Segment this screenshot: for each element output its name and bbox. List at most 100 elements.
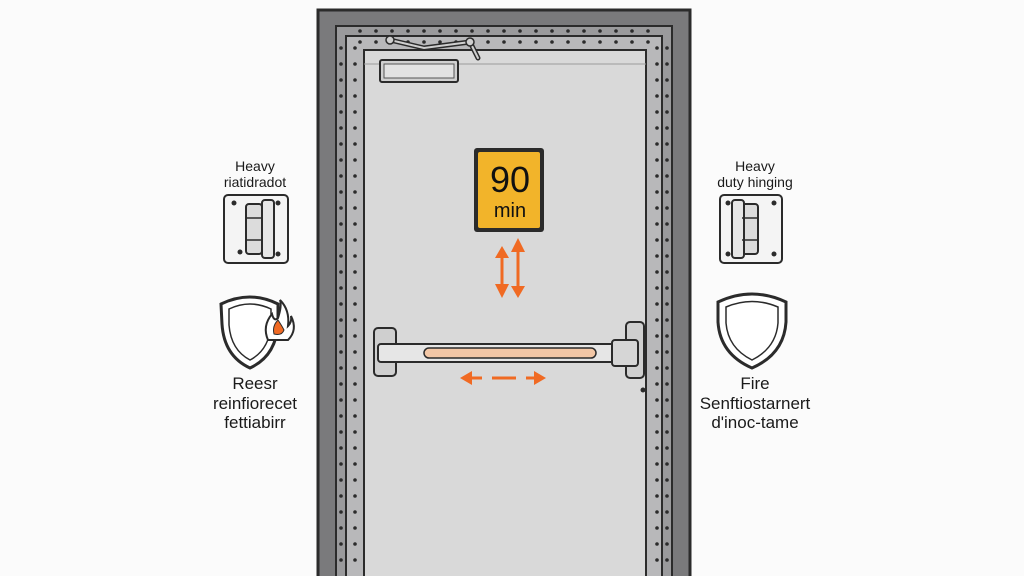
- rivet: [665, 366, 669, 370]
- rivet: [339, 494, 343, 498]
- rivet: [339, 62, 343, 66]
- rivet: [353, 478, 357, 482]
- rivet: [665, 558, 669, 562]
- rivet: [339, 110, 343, 114]
- rivet: [353, 238, 357, 242]
- fire-shield-icon: [219, 295, 295, 370]
- rivet: [358, 29, 362, 33]
- rivet: [339, 174, 343, 178]
- rivet: [665, 270, 669, 274]
- rivet: [339, 94, 343, 98]
- rivet: [470, 29, 474, 33]
- rivet: [665, 318, 669, 322]
- rivet: [665, 286, 669, 290]
- rivet: [655, 430, 659, 434]
- rivet: [566, 29, 570, 33]
- rivet: [655, 190, 659, 194]
- rivet: [534, 40, 538, 44]
- rivet: [665, 446, 669, 450]
- rivet: [655, 238, 659, 242]
- rivet: [665, 430, 669, 434]
- rivet: [339, 350, 343, 354]
- label-line: fettiabirr: [224, 413, 286, 433]
- rivet: [598, 29, 602, 33]
- rivet: [339, 414, 343, 418]
- rivet: [550, 40, 554, 44]
- rivet: [655, 510, 659, 514]
- rivet: [665, 382, 669, 386]
- rivet: [665, 206, 669, 210]
- rivet: [655, 46, 659, 50]
- vertical-arrows-icon: [495, 238, 525, 298]
- rivet: [665, 222, 669, 226]
- rivet: [353, 430, 357, 434]
- rivet: [655, 302, 659, 306]
- rivet: [566, 40, 570, 44]
- rivet: [518, 29, 522, 33]
- rivet: [534, 29, 538, 33]
- rivet: [353, 286, 357, 290]
- rivet: [655, 286, 659, 290]
- rivet: [665, 94, 669, 98]
- rivet: [502, 40, 506, 44]
- rivet: [353, 62, 357, 66]
- rivet: [665, 334, 669, 338]
- rivet: [518, 40, 522, 44]
- rivet: [339, 366, 343, 370]
- rivet: [665, 526, 669, 530]
- rivet: [339, 558, 343, 562]
- rivet: [339, 190, 343, 194]
- rivet: [665, 238, 669, 242]
- rivet: [665, 398, 669, 402]
- rivet: [598, 40, 602, 44]
- rivet: [339, 510, 343, 514]
- rivet: [665, 142, 669, 146]
- rivet: [353, 190, 357, 194]
- label-right-top: Heavy duty hinging: [690, 158, 820, 190]
- rivet: [582, 29, 586, 33]
- rivet: [339, 430, 343, 434]
- rivet: [353, 526, 357, 530]
- rivet: [665, 510, 669, 514]
- rivet: [486, 40, 490, 44]
- label-line: Senftiostarnert: [699, 393, 811, 413]
- rivet: [353, 542, 357, 546]
- rivet: [655, 382, 659, 386]
- rivet: [665, 174, 669, 178]
- rivet: [339, 254, 343, 258]
- rivet: [390, 29, 394, 33]
- rivet: [614, 40, 618, 44]
- rivet: [406, 29, 410, 33]
- label-line: Heavy: [235, 158, 275, 174]
- rivet: [353, 270, 357, 274]
- hinge-icon: [719, 194, 783, 264]
- rivet: [655, 254, 659, 258]
- rivet: [655, 366, 659, 370]
- rivet: [655, 110, 659, 114]
- rivet: [374, 40, 378, 44]
- rivet: [353, 110, 357, 114]
- rivet: [665, 302, 669, 306]
- rivet: [353, 158, 357, 162]
- rivet: [630, 29, 634, 33]
- rivet: [353, 446, 357, 450]
- rivet: [353, 78, 357, 82]
- rivet: [655, 78, 659, 82]
- rivet: [655, 414, 659, 418]
- label-line: riatidradot: [223, 174, 287, 191]
- rivet: [655, 126, 659, 130]
- rivet: [339, 286, 343, 290]
- rivet: [339, 126, 343, 130]
- label-right-bottom: Fire Senftiostarnert d'inoc-tame: [675, 374, 835, 433]
- rivet: [353, 350, 357, 354]
- rivet: [665, 190, 669, 194]
- rivet: [353, 142, 357, 146]
- rivet: [353, 254, 357, 258]
- rivet: [655, 350, 659, 354]
- rivet: [655, 334, 659, 338]
- rivet: [422, 40, 426, 44]
- rivet: [353, 94, 357, 98]
- rivet: [655, 446, 659, 450]
- rivet: [353, 414, 357, 418]
- rivet: [665, 542, 669, 546]
